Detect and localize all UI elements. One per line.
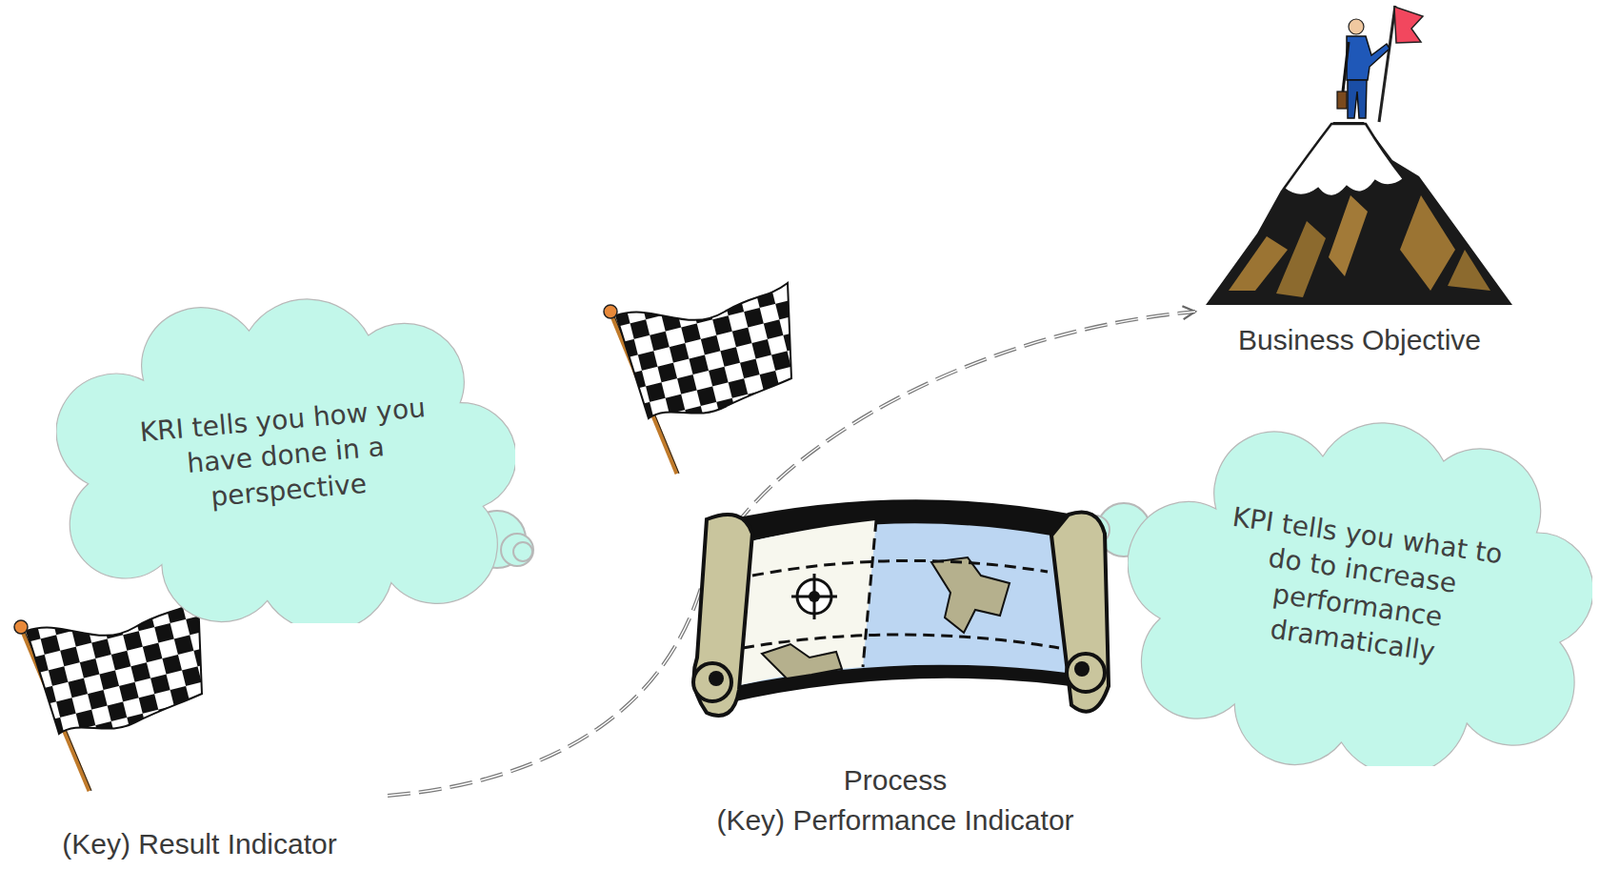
arrow-line [387,311,1196,796]
thought-cloud: KRI tells you how you have done in a per… [56,285,516,623]
map-scroll [693,499,1109,716]
process-node: Process(Key) Performance Indicator [666,485,1124,840]
cloud-outline [56,299,516,623]
result-node: (Key) Result Indicator [11,590,388,864]
mountain-figure [1205,121,1513,305]
objective-node: Business Objective [1195,0,1524,360]
checkered-flag [14,598,202,791]
checkered-flag [603,282,792,474]
cloud-outline [1127,422,1593,766]
figure-label: (Key) Result Indicator [61,823,337,864]
figure-label: (Key) Performance Indicator [716,800,1074,840]
dashed-arrow [387,311,1196,796]
arrow-line-inner [387,311,1196,796]
figure-label: Business Objective [1238,320,1481,360]
thought-cloud: KPI tells you what to do to increase per… [1127,408,1593,766]
figure-label: Process [843,760,947,800]
climber-figure [1337,5,1423,122]
